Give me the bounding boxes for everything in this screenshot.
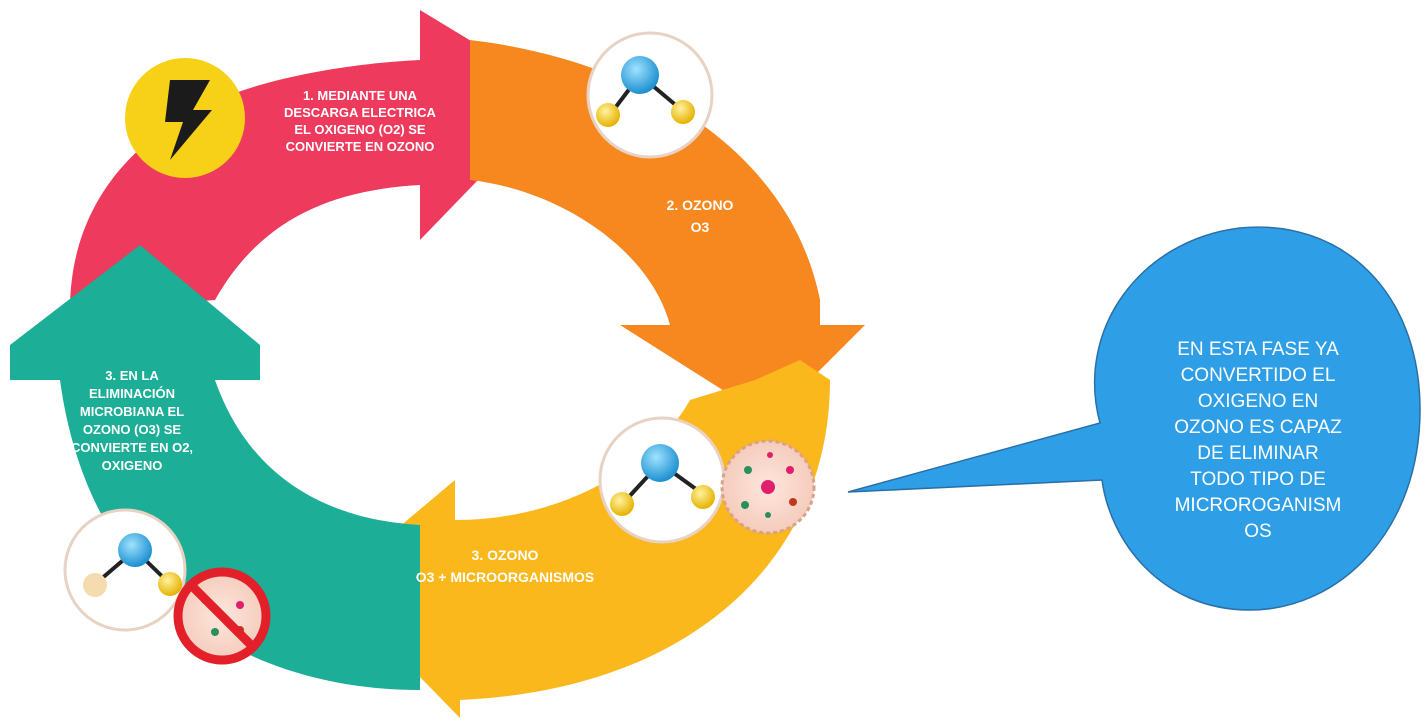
label-line: 3. EN LA [105,368,159,383]
molecule-icon [586,31,714,159]
label-line: OXIGENO [102,458,163,473]
label-line: 2. OZONO [667,197,734,213]
label-line: OZONO (O3) SE [83,422,182,437]
lightning-bolt-icon [125,58,245,178]
label-line: DESCARGA ELECTRICA [284,105,437,120]
label-line: MICROROGANISM [1175,495,1342,516]
label-line: O3 + MICROORGANISMOS [416,569,595,585]
molecule-icon [63,508,187,632]
label-line: ELIMINACIÓN [89,386,175,401]
label-line: OXIGENO EN [1198,391,1318,412]
step-1-label: 1. MEDIANTE UNA DESCARGA ELECTRICA EL OXIG… [284,88,437,154]
no-microbes-icon [173,567,271,665]
cycle-arrow-step-2 [470,40,865,420]
step-3-label: 3. OZONO O3 + MICROORGANISMOS [416,547,595,585]
label-line: CONVERTIDO EL [1181,365,1336,386]
label-line: EL OXIGENO (O2) SE [294,122,426,137]
label-line: 3. OZONO [472,547,539,563]
label-line: EN ESTA FASE YA [1177,339,1339,360]
callout-text: EN ESTA FASE YA CONVERTIDO EL OXIGENO EN OZ… [1174,339,1342,542]
molecule-icon [598,416,726,544]
label-line: DE ELIMINAR [1197,443,1318,464]
label-line: CONVIERTE EN OZONO [286,139,435,154]
label-line: 1. MEDIANTE UNA [303,88,418,103]
microbes-icon [720,439,816,535]
label-line: OS [1244,521,1271,542]
label-line: CONVIERTE EN O2, [71,440,193,455]
cycle-arrow-step-1 [70,10,560,310]
step-4-label: 3. EN LA ELIMINACIÓN MICROBIANA EL OZONO (O… [71,368,193,473]
step-2-label: 2. OZONO O3 [667,197,734,235]
cycle-arrow-step-4 [10,245,420,690]
label-line: MICROBIANA EL [80,404,184,419]
label-line: O3 [691,219,710,235]
label-line: OZONO ES CAPAZ [1174,417,1342,438]
label-line: TODO TIPO DE [1190,469,1326,490]
callout-bubble: EN ESTA FASE YA CONVERTIDO EL OXIGENO EN OZ… [847,226,1421,611]
